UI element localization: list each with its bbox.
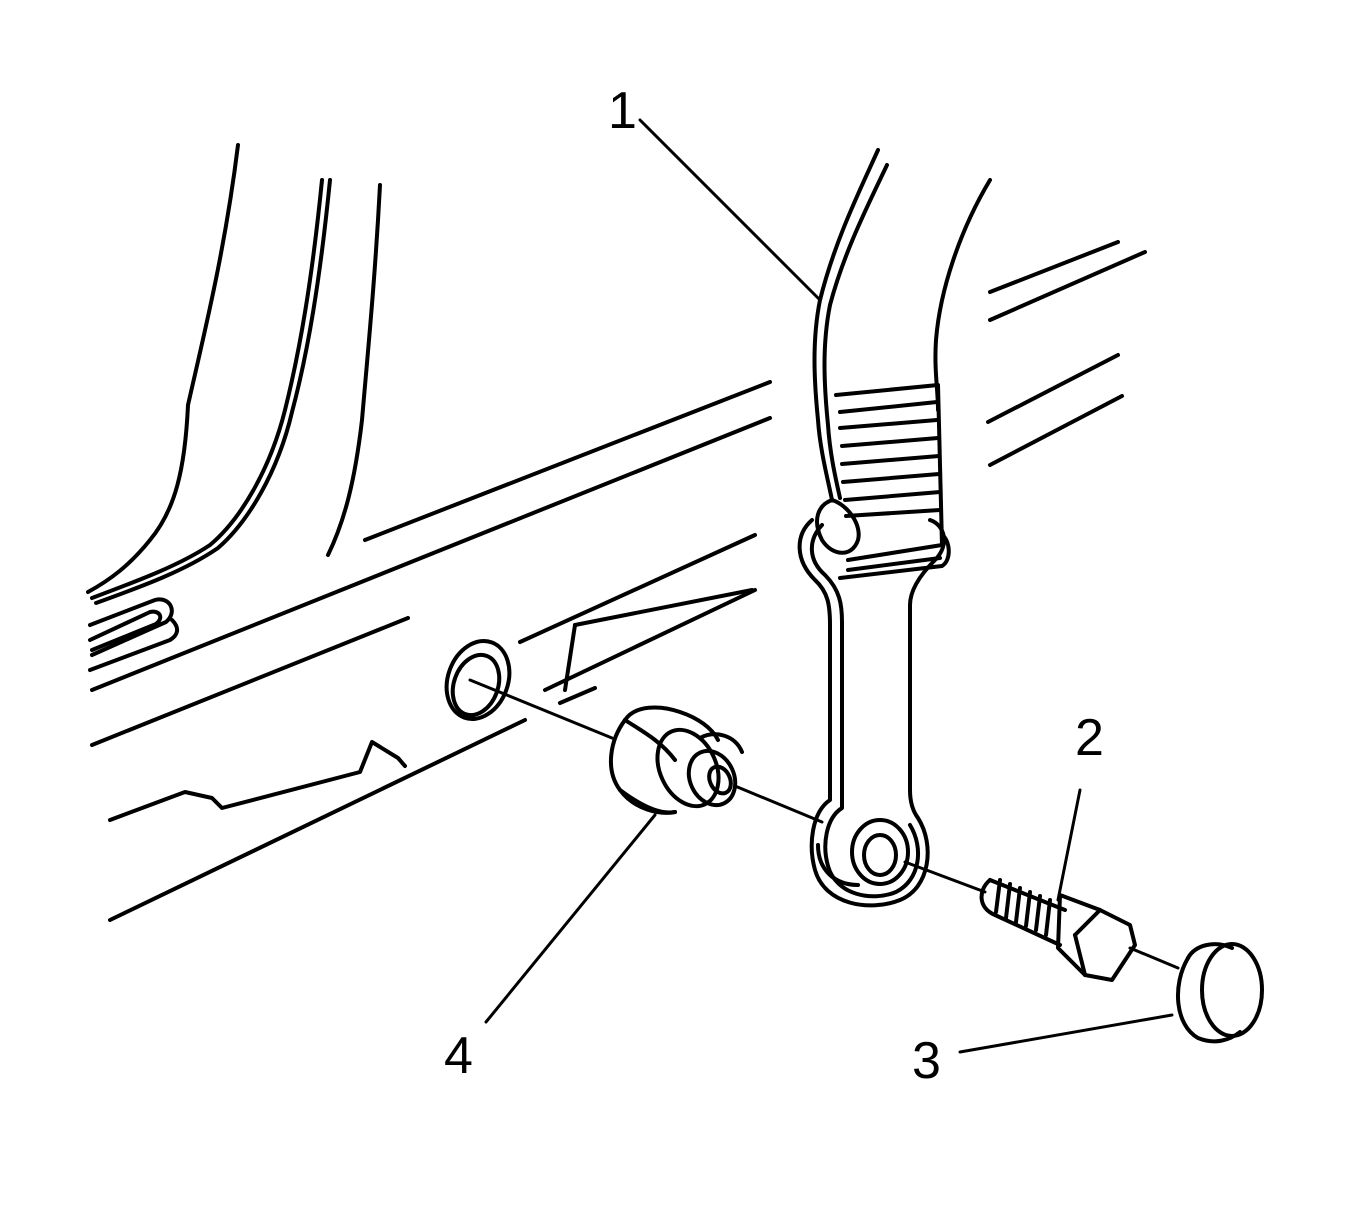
panel-hole	[444, 639, 512, 721]
assembly-axis	[468, 678, 1180, 970]
callout-1: 1	[608, 82, 637, 140]
callout-2: 2	[1075, 709, 1104, 767]
callout-3: 3	[912, 1032, 941, 1090]
callout-4: 4	[444, 1027, 473, 1085]
anchor-plate	[797, 518, 946, 908]
leader-lines	[484, 118, 1174, 1054]
bushing	[608, 705, 744, 815]
seat-belt	[812, 148, 992, 580]
cover-cap	[1175, 942, 1264, 1044]
body-panel-lines	[86, 143, 1147, 922]
bolt	[979, 878, 1137, 982]
